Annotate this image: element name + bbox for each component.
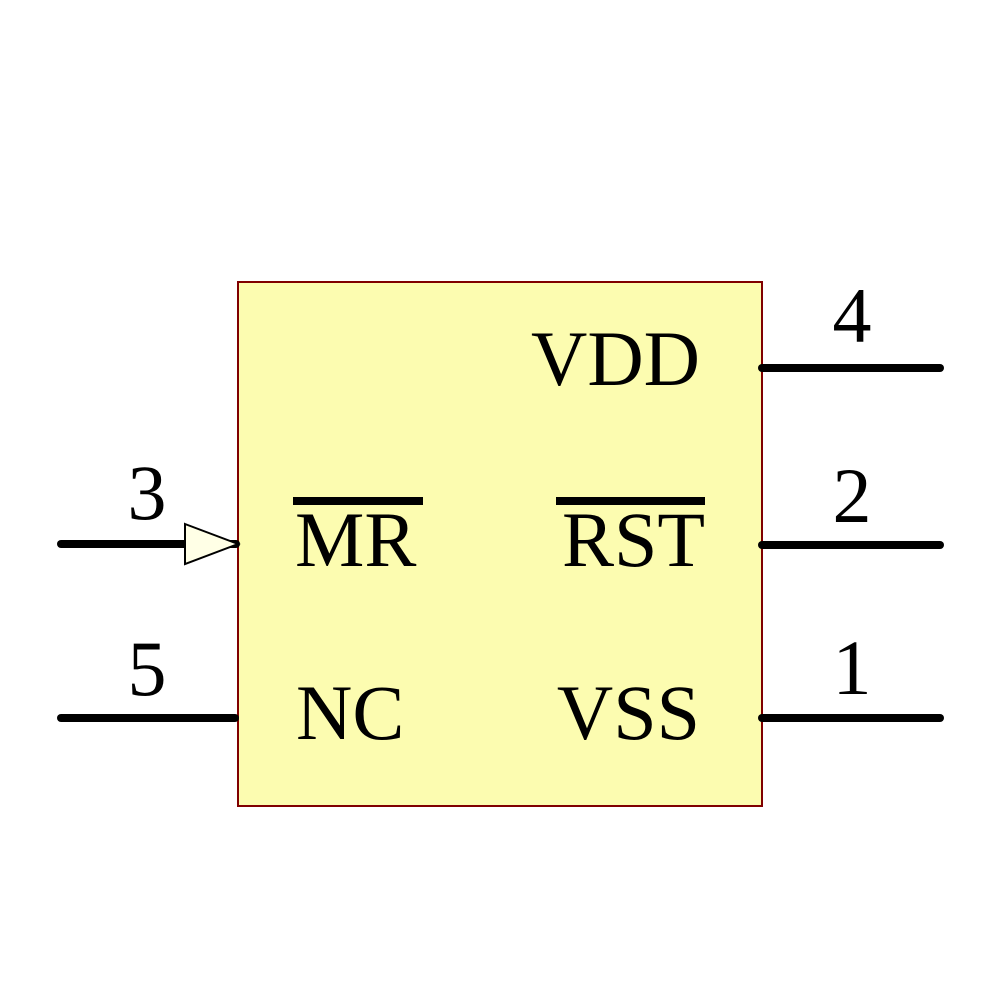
pin-4-number: 4: [832, 272, 872, 359]
overline-mr: [293, 497, 423, 505]
pin-label-vss: VSS: [556, 669, 700, 756]
pin-label-nc: NC: [296, 669, 405, 756]
pin-label-rst: RST: [561, 496, 705, 583]
clock-input-arrow-icon: [184, 522, 241, 566]
pin-5-number: 5: [127, 625, 167, 712]
pin-5-wire[interactable]: [57, 714, 239, 722]
pin-1-wire[interactable]: [758, 714, 944, 722]
pin-2-wire[interactable]: [758, 541, 944, 549]
pin-3-wire[interactable]: [57, 540, 240, 548]
pin-label-mr: MR: [295, 496, 417, 583]
pin-4-wire[interactable]: [758, 364, 944, 372]
ic-body[interactable]: [237, 281, 763, 807]
pin-3-number: 3: [127, 449, 167, 536]
pin-1-number: 1: [832, 624, 872, 711]
pin-2-number: 2: [832, 452, 872, 539]
pin-label-vdd: VDD: [531, 315, 700, 402]
overline-rst: [556, 497, 705, 505]
